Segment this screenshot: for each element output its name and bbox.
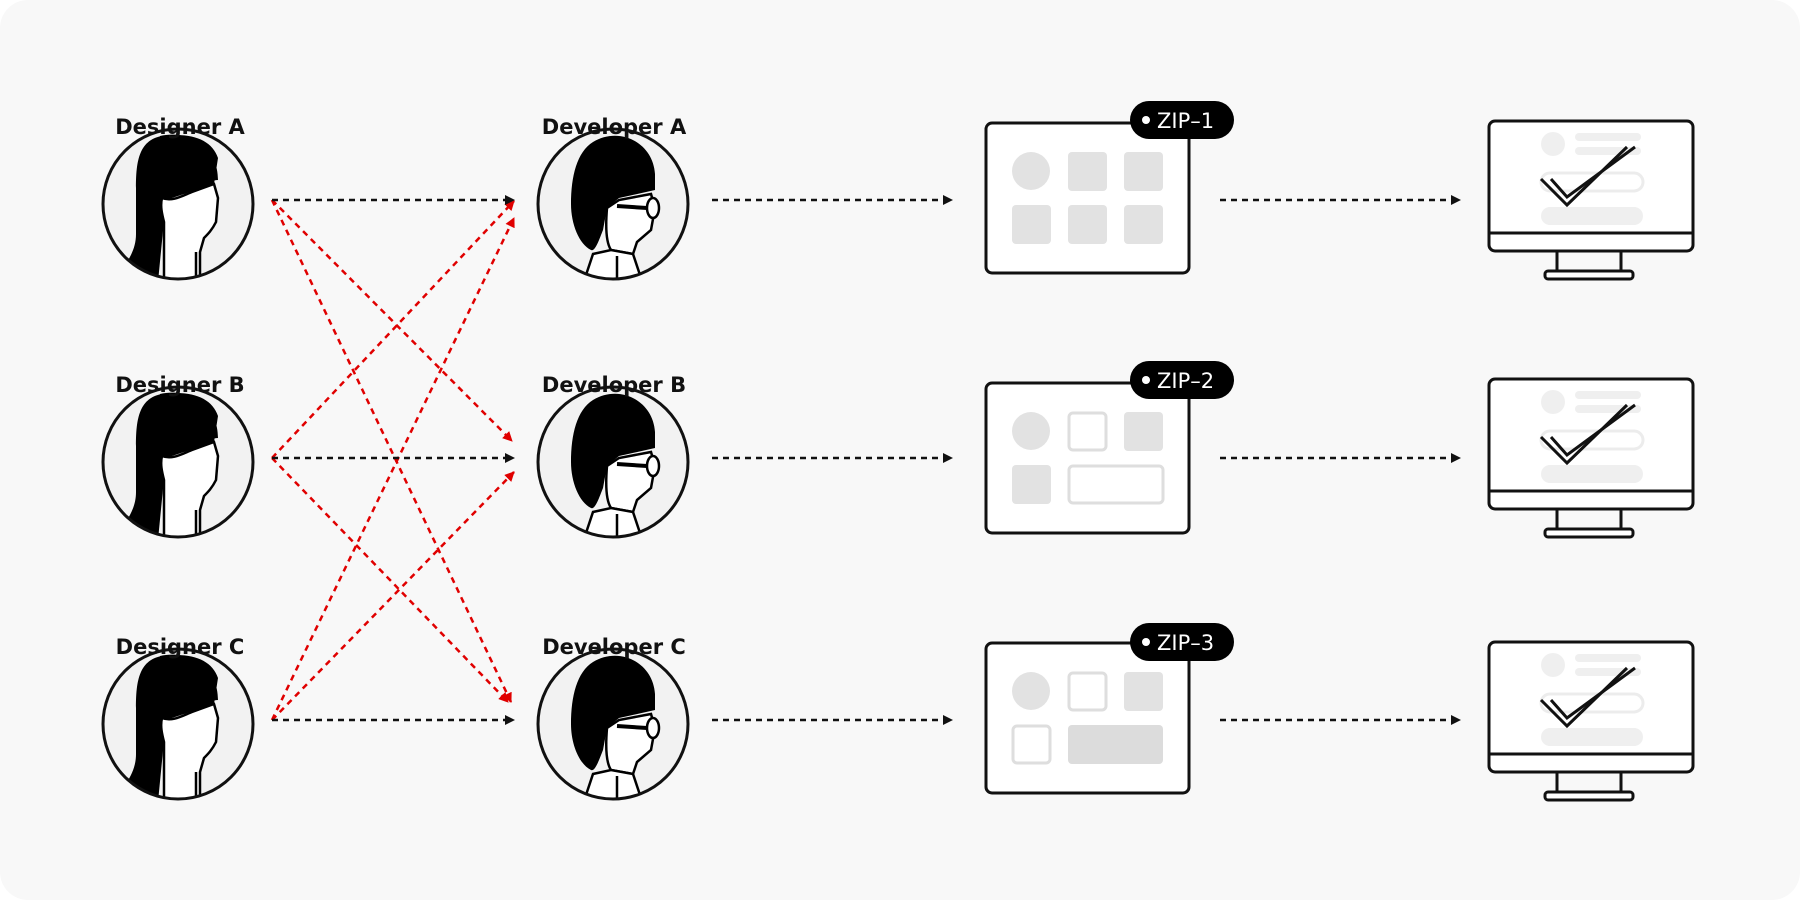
zip-3-badge: ZIP–3 (1130, 623, 1234, 661)
designer-b-avatar-icon (103, 387, 253, 542)
designer-c-avatar-icon (103, 649, 253, 804)
developer-b-label: Developer B (541, 373, 687, 397)
zip-3-badge-label: ZIP–3 (1157, 631, 1214, 655)
designer-a-avatar-icon (103, 129, 253, 284)
zip-2-badge-label: ZIP–2 (1157, 369, 1214, 393)
zip-3-package-icon (984, 641, 1191, 795)
designer-b-label: Designer B (115, 373, 245, 397)
delivery-arrows (712, 195, 1461, 725)
arrow-designer-c-to-developer-b (271, 471, 515, 721)
developer-c-label: Developer C (542, 635, 686, 659)
zip-1-badge-label: ZIP–1 (1157, 109, 1214, 133)
designer-a-label: Designer A (115, 115, 245, 139)
screen-1-monitor-icon (1487, 119, 1695, 281)
developer-a-avatar-icon (538, 129, 688, 284)
developer-c-avatar-icon (538, 649, 688, 804)
screen-3-monitor-icon (1487, 640, 1695, 802)
zip-1-package-icon (984, 121, 1191, 275)
zip-2-badge: ZIP–2 (1130, 361, 1234, 399)
zip-1-badge: ZIP–1 (1130, 101, 1234, 139)
arrow-designer-a-to-developer-b (271, 199, 513, 442)
developer-a-label: Developer A (541, 115, 687, 139)
zip-2-package-icon (984, 381, 1191, 535)
arrow-designer-b-to-developer-a (271, 200, 515, 459)
arrow-designer-a-to-developer-c (270, 199, 513, 703)
developer-b-avatar-icon (538, 387, 688, 542)
designer-c-label: Designer C (115, 635, 245, 659)
arrow-designer-b-to-developer-c (271, 457, 509, 703)
screen-2-monitor-icon (1487, 377, 1695, 539)
arrow-designer-c-to-developer-a (270, 217, 516, 721)
handoff-arrows (270, 195, 516, 725)
